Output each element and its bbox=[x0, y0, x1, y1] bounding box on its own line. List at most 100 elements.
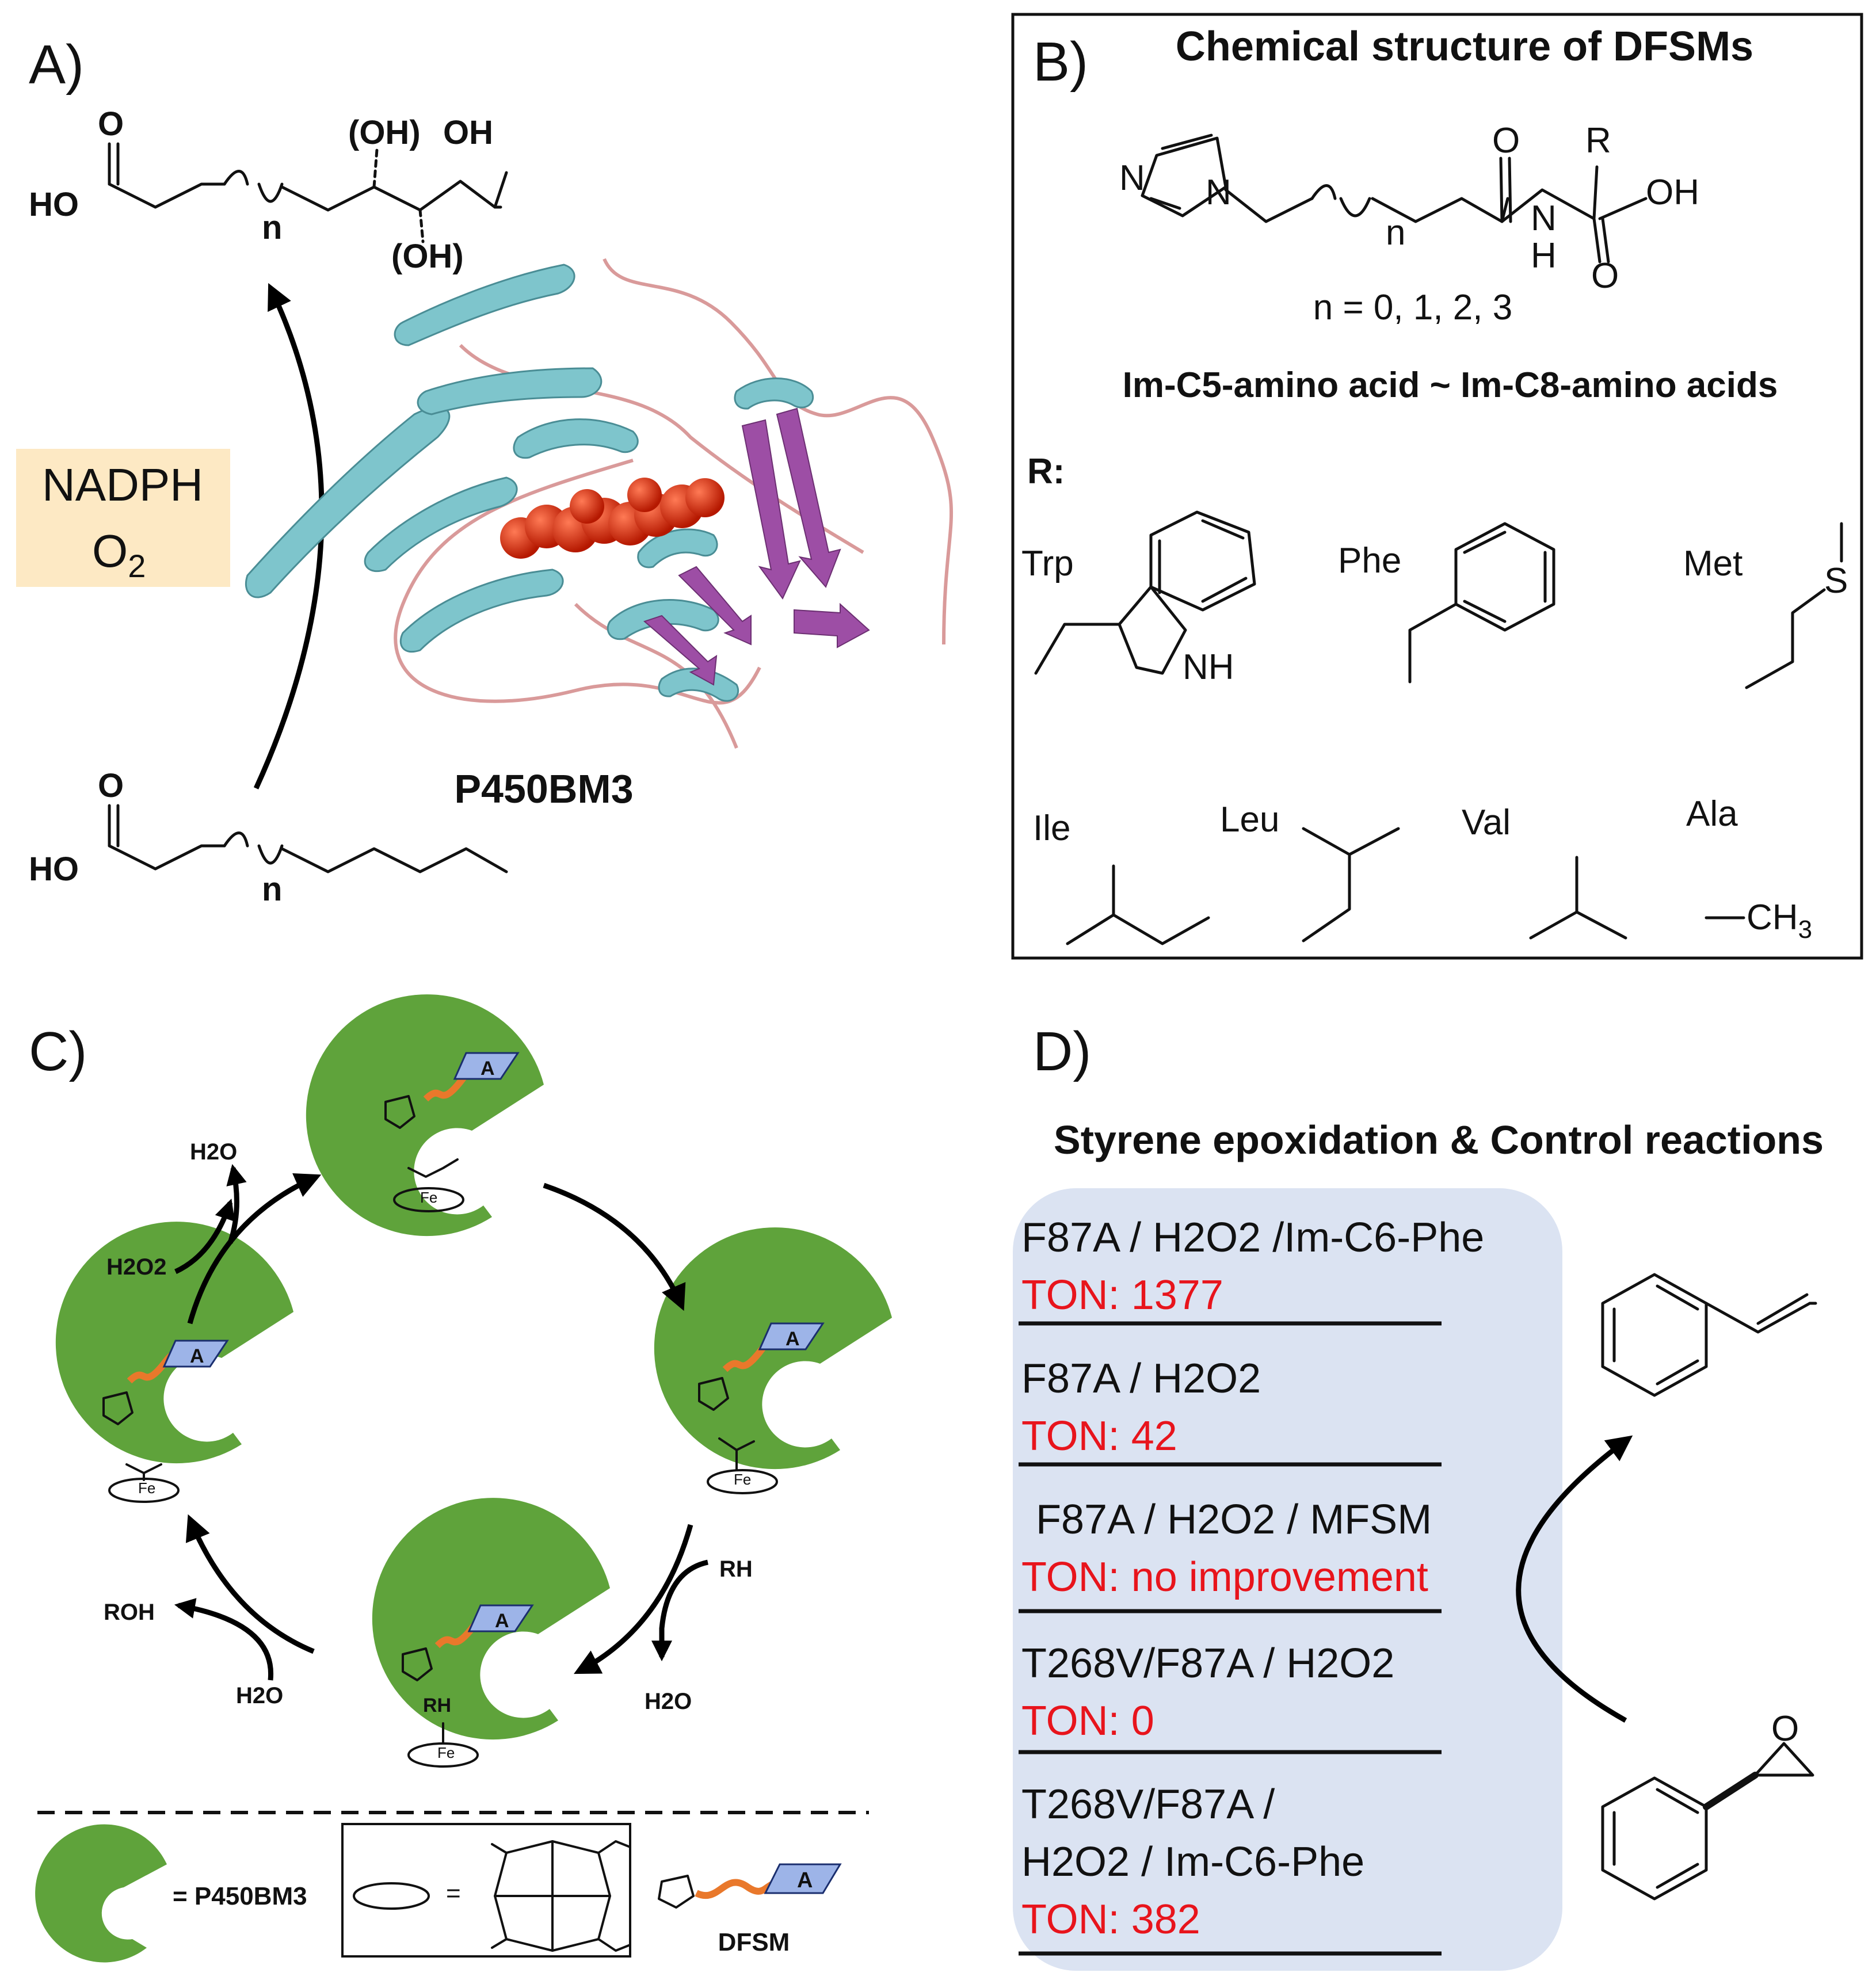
trp-side-chain: NH bbox=[1034, 510, 1256, 687]
conditions-box bbox=[1013, 1188, 1562, 1971]
leu-branch bbox=[1302, 853, 1351, 943]
residue-ala: Ala bbox=[1686, 794, 1738, 834]
product-oh-2: OH bbox=[443, 114, 493, 151]
condition-3-text: F87A / H2O2 / MFSM bbox=[1036, 1497, 1432, 1543]
active-site-left: Fe bbox=[102, 1391, 180, 1503]
dfsm-top: A bbox=[423, 1052, 520, 1102]
styrene-oxide-structure: O bbox=[1601, 1709, 1814, 1901]
condition-5: T268V/F87A / H2O2 / Im-C6-Phe TON: 382 bbox=[1019, 1781, 1442, 1956]
heme-substrate-spheres bbox=[500, 478, 725, 559]
ile-side-chain bbox=[1066, 913, 1210, 945]
enzyme-label: P450BM3 bbox=[454, 766, 633, 811]
leu-side-chain bbox=[1302, 827, 1400, 856]
atom-n-subscript: n bbox=[1386, 213, 1405, 253]
ala-ch3: CH3 bbox=[1747, 898, 1812, 944]
species-h2o-out: H2O bbox=[190, 1139, 237, 1165]
n-values: n = 0, 1, 2, 3 bbox=[1313, 288, 1512, 327]
cycle-arrow-bottom-left bbox=[185, 1514, 315, 1654]
panel-b: B) Chemical structure of DFSMs N N n O N… bbox=[1011, 13, 1863, 960]
panel-b-title: Chemical structure of DFSMs bbox=[1176, 24, 1753, 70]
atom-n-ring-2: N bbox=[1206, 173, 1231, 212]
epoxide-o: O bbox=[1771, 1709, 1799, 1749]
module-a-right: A bbox=[786, 1328, 800, 1350]
h2o-out-arrow bbox=[226, 1163, 247, 1244]
atom-r: R bbox=[1585, 121, 1611, 161]
condition-5-text-2: H2O2 / Im-C6-Phe bbox=[1021, 1839, 1364, 1885]
cycle-arrow-left-top bbox=[187, 1173, 322, 1325]
legend-heme-disc bbox=[353, 1882, 430, 1910]
panel-a: A) O HO n (OH) OH (OH) NADPH O2 bbox=[16, 34, 954, 908]
product-hydroxyl: HO bbox=[29, 186, 79, 223]
p450bm3-structure bbox=[245, 258, 954, 749]
h2o2-in-arrow bbox=[174, 1199, 235, 1275]
condition-1: F87A / H2O2 /Im-C6-Phe TON: 1377 bbox=[1019, 1215, 1484, 1326]
fe-top: Fe bbox=[420, 1189, 437, 1206]
phe-side-chain bbox=[1408, 522, 1555, 684]
styrene-structure bbox=[1601, 1273, 1817, 1397]
dfsm-left: A bbox=[127, 1340, 229, 1384]
rh-bound: RH bbox=[423, 1695, 451, 1716]
active-site-top: Fe bbox=[384, 1095, 464, 1212]
residue-leu: Leu bbox=[1220, 800, 1279, 840]
legend-enzyme-text: = P450BM3 bbox=[173, 1882, 307, 1910]
active-site-bottom: RH Fe bbox=[402, 1647, 479, 1768]
condition-3-ton: TON: no improvement bbox=[1021, 1554, 1428, 1600]
dfsm-general-structure: N N n O N H R OH O bbox=[1119, 121, 1699, 296]
panel-d-title: Styrene epoxidation & Control reactions bbox=[1054, 1117, 1824, 1162]
atom-amide-h: H bbox=[1531, 236, 1557, 276]
fatty-acid-substrate: O HO n bbox=[29, 767, 508, 908]
atom-acid-o: O bbox=[1591, 256, 1619, 296]
condition-2-ton: TON: 42 bbox=[1021, 1413, 1177, 1459]
condition-2: F87A / H2O2 TON: 42 bbox=[1019, 1356, 1442, 1467]
cofactor-o2: O2 bbox=[92, 525, 146, 584]
product-oh-3: (OH) bbox=[391, 238, 464, 275]
panel-c-label: C) bbox=[29, 1021, 87, 1082]
fe-bottom: Fe bbox=[437, 1744, 455, 1761]
legend-porphyrin bbox=[491, 1840, 631, 1952]
dfsm-series-name: Im-C5-amino acid ~ Im-C8-amino acids bbox=[1123, 365, 1778, 405]
atom-acid-oh: OH bbox=[1646, 173, 1699, 212]
product-carbonyl-o: O bbox=[98, 105, 124, 143]
residue-phe: Phe bbox=[1338, 541, 1401, 581]
atom-amide-o: O bbox=[1492, 121, 1520, 161]
legend-dfsm-label: DFSM bbox=[718, 1928, 790, 1956]
legend-enzyme-icon bbox=[35, 1824, 167, 1963]
val-side-chain bbox=[1529, 910, 1627, 940]
condition-4-ton: TON: 0 bbox=[1021, 1698, 1154, 1744]
condition-1-text: F87A / H2O2 /Im-C6-Phe bbox=[1021, 1215, 1484, 1261]
panel-d-label: D) bbox=[1033, 1021, 1091, 1082]
legend-dfsm-icon: A bbox=[658, 1863, 842, 1909]
cycle-arrow-right-bottom bbox=[574, 1524, 693, 1674]
species-rh: RH bbox=[719, 1556, 753, 1582]
panel-a-label: A) bbox=[29, 34, 84, 96]
product-n: n bbox=[262, 209, 282, 246]
substrate-hydroxyl: HO bbox=[29, 850, 79, 888]
condition-4: T268V/F87A / H2O2 TON: 0 bbox=[1019, 1640, 1442, 1754]
met-s: S bbox=[1824, 561, 1848, 601]
cofactor-box bbox=[16, 449, 230, 587]
panel-b-frame bbox=[1011, 13, 1863, 960]
atom-amide-n: N bbox=[1531, 199, 1557, 238]
roh-out-arrow bbox=[174, 1598, 274, 1681]
legend-module-a: A bbox=[797, 1868, 813, 1893]
condition-3: F87A / H2O2 / MFSM TON: no improvement bbox=[1019, 1497, 1442, 1613]
substrate-carbonyl-o: O bbox=[98, 767, 124, 804]
residue-ile: Ile bbox=[1033, 808, 1070, 848]
hydroxylated-fatty-acid: O HO n (OH) OH (OH) bbox=[29, 105, 508, 275]
species-roh: ROH bbox=[104, 1600, 155, 1625]
condition-1-ton: TON: 1377 bbox=[1021, 1272, 1223, 1318]
substrate-n: n bbox=[262, 871, 282, 908]
dfsm-right: A bbox=[722, 1322, 825, 1372]
condition-5-ton: TON: 382 bbox=[1021, 1897, 1200, 1943]
fe-left: Fe bbox=[138, 1479, 155, 1497]
condition-5-text: T268V/F87A / bbox=[1021, 1781, 1275, 1827]
atom-n-ring-1: N bbox=[1119, 158, 1145, 198]
rh-in-arrow bbox=[651, 1559, 709, 1662]
condition-2-text: F87A / H2O2 bbox=[1021, 1356, 1261, 1402]
fe-right: Fe bbox=[734, 1471, 751, 1488]
dfsm-bottom: A bbox=[434, 1604, 534, 1649]
beta-sheets bbox=[643, 407, 870, 686]
module-a-left: A bbox=[190, 1345, 204, 1367]
species-h2o2-in: H2O2 bbox=[106, 1254, 167, 1280]
panel-c: C) A A A A bbox=[29, 994, 892, 1963]
